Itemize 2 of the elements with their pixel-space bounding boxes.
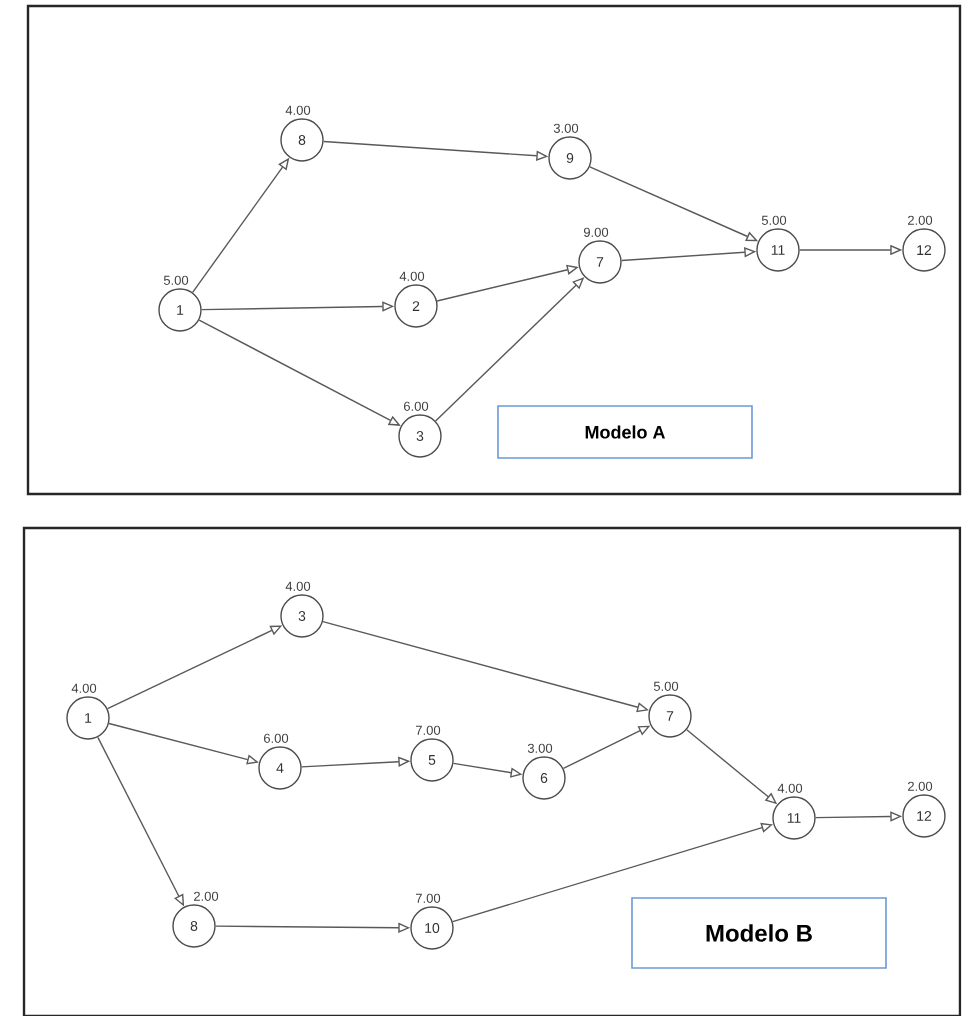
model-label-box: Modelo A	[497, 405, 753, 459]
model-label-box: Modelo B	[631, 897, 887, 969]
